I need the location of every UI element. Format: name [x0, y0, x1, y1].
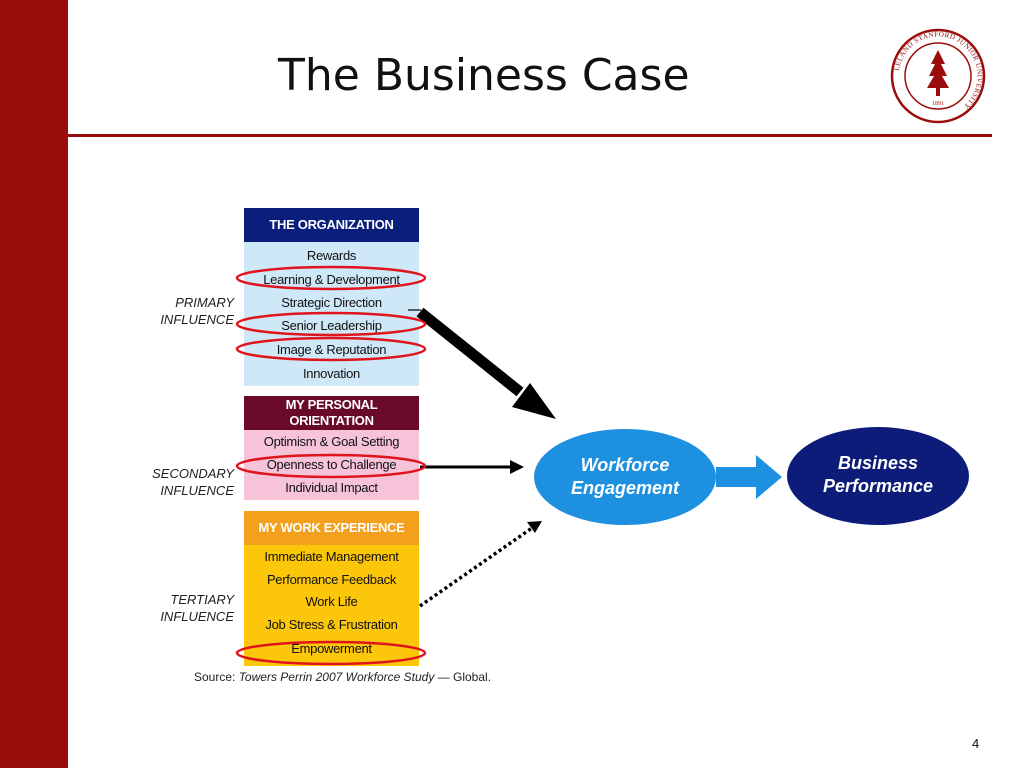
list-item: Work Life [305, 594, 358, 609]
redwood-tree-icon [927, 50, 949, 96]
list-item: Learning & Development [263, 272, 400, 287]
workforce-engagement-oval [534, 429, 716, 525]
title-divider [68, 134, 992, 137]
seal-year: 1891 [932, 101, 944, 107]
highlight-ring-image [235, 336, 427, 362]
list-item: Optimism & Goal Setting [263, 434, 400, 449]
list-item: Performance Feedback [266, 572, 397, 587]
list-item: Immediate Management [264, 549, 399, 564]
list-item: Job Stress & Frustration [265, 617, 398, 632]
slide-title: The Business Case [278, 50, 690, 101]
highlight-ring-openness [235, 453, 427, 479]
list-item: Openness to Challenge [266, 457, 397, 472]
business-performance-oval [787, 427, 969, 525]
work-header: MY WORK EXPERIENCE [244, 511, 419, 545]
engagement-to-performance-arrow [716, 455, 782, 499]
left-sidebar-band [0, 0, 68, 768]
work-experience-block: MY WORK EXPERIENCE Immediate Management … [244, 511, 419, 666]
list-item: Empowerment [291, 641, 372, 656]
list-item: Image & Reputation [276, 342, 387, 357]
page-number: 4 [972, 736, 980, 751]
personal-header: MY PERSONAL ORIENTATION [244, 396, 419, 430]
highlight-ring-senior-leadership [235, 311, 427, 337]
secondary-influence-arrow [420, 460, 524, 474]
primary-influence-arrow [408, 307, 556, 419]
highlight-ring-learning [235, 265, 427, 291]
list-item: Senior Leadership [281, 318, 382, 333]
list-item: Individual Impact [285, 480, 378, 495]
organization-header: THE ORGANIZATION [244, 208, 419, 242]
university-seal-logo: LELAND STANFORD JUNIOR UNIVERSITY 1891 [890, 28, 986, 124]
list-item: Strategic Direction [281, 295, 382, 310]
list-item: Innovation [303, 366, 360, 381]
personal-orientation-block: MY PERSONAL ORIENTATION Optimism & Goal … [244, 396, 419, 500]
source-citation: Source: Towers Perrin 2007 Workforce Stu… [194, 670, 492, 684]
tertiary-influence-arrow [418, 521, 542, 608]
list-item: Rewards [306, 248, 357, 263]
highlight-ring-empowerment [235, 640, 427, 666]
